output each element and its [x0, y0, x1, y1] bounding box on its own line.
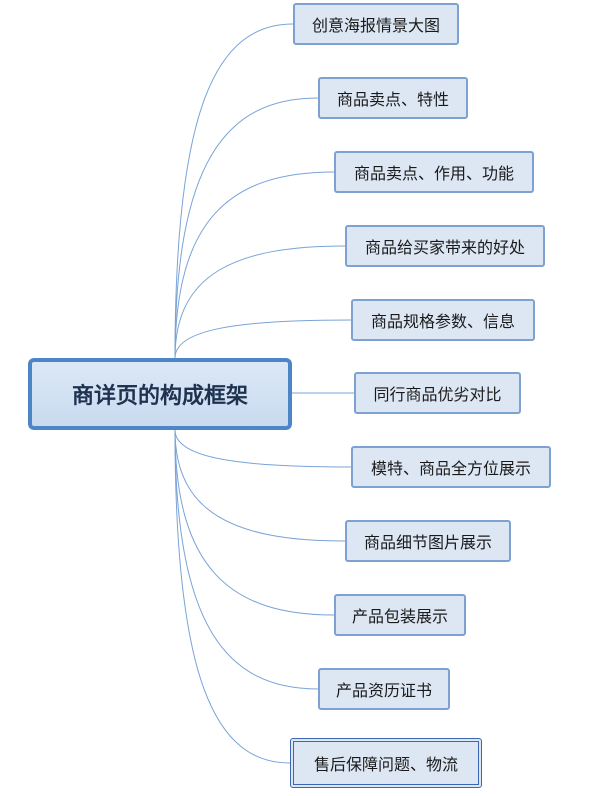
connector-line — [174, 319, 352, 359]
topic-detail-images[interactable]: 商品细节图片展示 — [345, 520, 511, 562]
topic-specifications[interactable]: 商品规格参数、信息 — [351, 299, 535, 341]
connector-line — [174, 23, 294, 359]
connector-line — [174, 429, 291, 764]
connector-line — [174, 97, 319, 359]
topic-selling-points-features[interactable]: 商品卖点、特性 — [318, 77, 468, 119]
topic-competitor-comparison[interactable]: 同行商品优劣对比 — [354, 372, 521, 414]
topic-selling-points-functions[interactable]: 商品卖点、作用、功能 — [334, 151, 534, 193]
topic-creative-poster[interactable]: 创意海报情景大图 — [293, 3, 459, 45]
topic-model-display[interactable]: 模特、商品全方位展示 — [351, 446, 551, 488]
topic-packaging[interactable]: 产品包装展示 — [334, 594, 466, 636]
connector-line — [174, 429, 352, 468]
root-topic-label: 商详页的构成框架 — [71, 384, 248, 409]
connector-line — [174, 245, 346, 359]
topic-after-sales-logistics[interactable]: 售后保障问题、物流 — [290, 738, 482, 788]
connector-line — [174, 171, 335, 359]
topic-buyer-benefits[interactable]: 商品给买家带来的好处 — [345, 225, 545, 267]
root-topic[interactable]: 商详页的构成框架 — [28, 358, 292, 430]
topic-certificates[interactable]: 产品资历证书 — [318, 668, 450, 710]
connector-line — [174, 429, 335, 616]
connector-line — [174, 429, 319, 690]
connector-line — [174, 429, 346, 542]
